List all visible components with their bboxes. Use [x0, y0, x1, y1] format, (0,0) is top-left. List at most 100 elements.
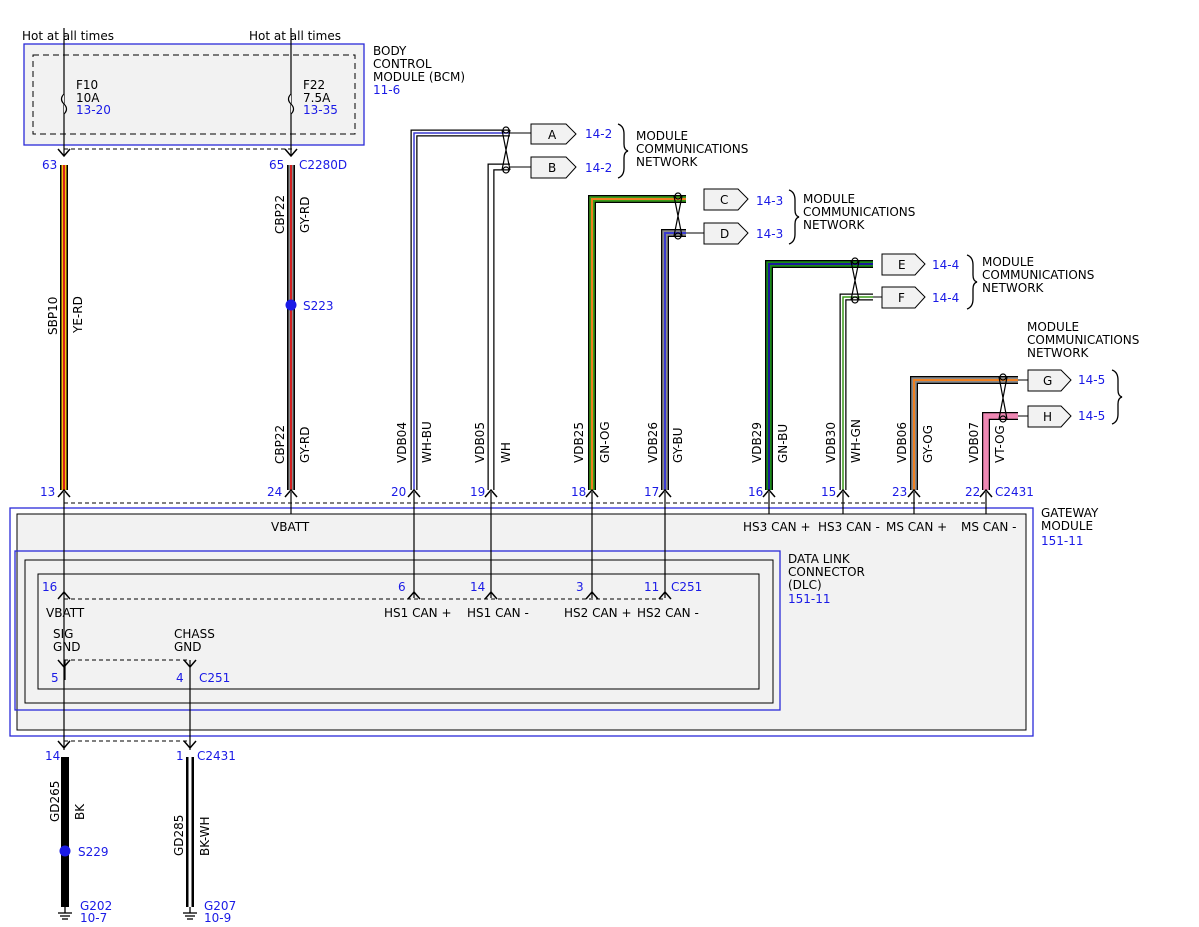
terminal-label: HS3 CAN -	[818, 520, 880, 534]
connector-letter: E	[898, 258, 906, 272]
wire-circuit-label: CBP22	[273, 195, 287, 234]
wire-vdb06	[910, 376, 1018, 490]
bcm-inner-box	[32, 54, 356, 135]
svg-text:MODULE: MODULE	[982, 255, 1034, 269]
pin-number: 18	[571, 485, 586, 499]
brace-icons	[617, 123, 1123, 425]
network-connector-d: D 14-3	[686, 222, 783, 245]
twisted-pair-icons	[501, 126, 1008, 423]
wire-color-label: WH	[499, 442, 513, 463]
dlc-title: CONNECTOR	[788, 565, 865, 579]
network-label-3: MODULE COMMUNICATIONS NETWORK	[982, 255, 1094, 295]
network-connector-f: F 14-4	[873, 286, 959, 309]
connector-id: C2431	[995, 485, 1034, 499]
gateway-title: GATEWAY	[1041, 506, 1099, 520]
connector-ref: 14-4	[932, 258, 959, 272]
wire-color-label: GN-OG	[598, 421, 612, 463]
connector-ref: 14-4	[932, 291, 959, 305]
pin-number: 14	[45, 749, 60, 763]
wire-circuit-label: VDB07	[967, 422, 981, 463]
svg-text:COMMUNICATIONS: COMMUNICATIONS	[982, 268, 1094, 282]
dlc-pin-label: HS1 CAN +	[384, 606, 452, 620]
dlc-pin-label: HS2 CAN -	[637, 606, 699, 620]
wire-circuit-label: VDB30	[824, 422, 838, 463]
wire-circuit-label: SBP10	[46, 297, 60, 335]
terminal-arrows	[57, 148, 993, 750]
wire-color-label: BK	[73, 803, 87, 820]
pin-number: 65	[269, 158, 284, 172]
wire-color-label: GY-BU	[671, 427, 685, 463]
network-connector-b: B 14-2	[510, 156, 612, 179]
bcm-ref: 11-6	[373, 83, 400, 97]
bcm-title: CONTROL	[373, 57, 432, 71]
wire-circuit-label: VDB25	[572, 422, 586, 463]
wire-cbp22	[287, 165, 295, 490]
dlc-outer-box	[14, 550, 781, 711]
connector-letter: C	[720, 193, 728, 207]
svg-text:COMMUNICATIONS: COMMUNICATIONS	[803, 205, 915, 219]
fuse-icon	[60, 93, 68, 115]
connector-letter: H	[1043, 410, 1052, 424]
ground-icon	[183, 907, 197, 920]
pin-number: 13	[40, 485, 55, 499]
wire-gd265	[61, 757, 69, 907]
svg-text:NETWORK: NETWORK	[636, 155, 699, 169]
connector-letter: D	[720, 227, 729, 241]
pin-number: 1	[176, 749, 184, 763]
wire-color-label: GN-BU	[776, 424, 790, 463]
wire-circuit-label: VDB29	[750, 422, 764, 463]
pin-number: 16	[748, 485, 763, 499]
connector-id: C251	[199, 671, 230, 685]
connector-letter: B	[548, 161, 556, 175]
wire-circuit-label: VDB26	[646, 422, 660, 463]
wire-color-label: GY-RD	[298, 196, 312, 233]
bcm-title: MODULE (BCM)	[373, 70, 465, 84]
svg-text:NETWORK: NETWORK	[982, 281, 1045, 295]
splice-label: S223	[303, 299, 334, 313]
fuse-rating: 10A	[76, 91, 100, 105]
fuse-ref: 13-35	[303, 103, 338, 117]
pin-number: 4	[176, 671, 184, 685]
network-connector-c: C 14-3	[703, 188, 783, 211]
wire-circuit-label: GD285	[172, 815, 186, 856]
bcm-title: BODY	[373, 44, 407, 58]
svg-text:NETWORK: NETWORK	[1027, 346, 1090, 360]
pin-number: 14	[470, 580, 485, 594]
network-label-4: MODULE COMMUNICATIONS NETWORK	[1027, 320, 1139, 360]
connector-ref: 14-3	[756, 194, 783, 208]
wire-vdb07	[982, 412, 1018, 490]
bcm-module-box	[23, 43, 365, 146]
connector-id: C2431	[197, 749, 236, 763]
hot-label: Hot at all times	[249, 29, 341, 43]
pin-number: 24	[267, 485, 282, 499]
pin-number: 6	[398, 580, 406, 594]
wire-color-label: GY-OG	[921, 425, 935, 463]
connector-letter: A	[548, 128, 557, 142]
connector-letter: F	[898, 291, 905, 305]
splice-s229-icon	[59, 845, 71, 857]
pin-number: 23	[892, 485, 907, 499]
wire-vdb04	[410, 129, 510, 490]
wire-color-label: WH-BU	[420, 421, 434, 463]
ground-ref: 10-7	[80, 911, 107, 925]
wire-color-label: GY-RD	[298, 426, 312, 463]
dlc-ref: 151-11	[788, 592, 831, 606]
dlc-pin-label: HS2 CAN +	[564, 606, 632, 620]
network-connector-e: E 14-4	[881, 253, 959, 276]
fuse-name: F22	[303, 78, 325, 92]
ground-ref: 10-9	[204, 911, 231, 925]
pin-number: 63	[42, 158, 57, 172]
connector-ref: 14-3	[756, 227, 783, 241]
pin-number: 5	[51, 671, 59, 685]
wire-color-label: VT-OG	[993, 425, 1007, 463]
connector-id: C2280D	[299, 158, 347, 172]
pin-number: 22	[965, 485, 980, 499]
splice-s223-icon	[285, 299, 297, 311]
network-label-1: MODULE COMMUNICATIONS NETWORK	[636, 129, 748, 169]
gateway-ref: 151-11	[1041, 534, 1084, 548]
splice-label: S229	[78, 845, 109, 859]
dlc-title: (DLC)	[788, 578, 822, 592]
sig-gnd-label: GND	[53, 640, 81, 654]
pin-number: 16	[42, 580, 57, 594]
